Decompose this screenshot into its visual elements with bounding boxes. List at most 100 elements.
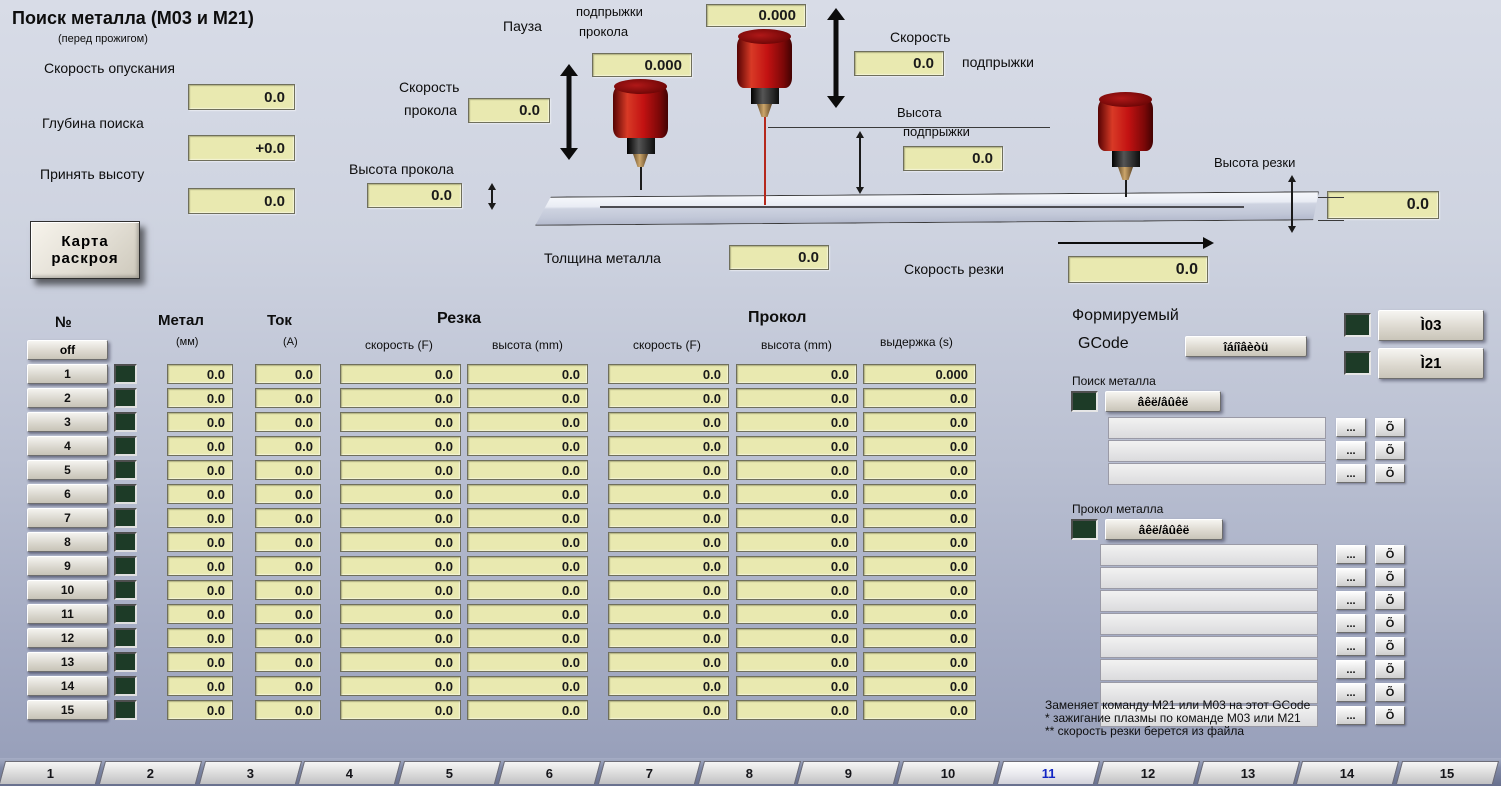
dwell-cell[interactable]: 0.0 [863, 652, 976, 672]
row-enable-indicator[interactable] [114, 700, 137, 720]
page-tab-11[interactable]: 11 [996, 761, 1100, 784]
row-number-button[interactable]: 10 [27, 580, 108, 600]
cut-height-cell[interactable]: 0.0 [467, 436, 588, 456]
current-cell[interactable]: 0.0 [255, 508, 321, 528]
gcode-file-row[interactable] [1100, 636, 1318, 658]
m03-button[interactable]: Ì03 [1378, 310, 1484, 341]
search-toggle-button[interactable]: âêë/âûêë [1105, 391, 1221, 412]
gcode-file-row[interactable] [1108, 417, 1326, 439]
clear-button[interactable]: Õ [1375, 614, 1405, 633]
pierce-height-cell[interactable]: 0.0 [736, 628, 857, 648]
cut-height-cell[interactable]: 0.0 [467, 364, 588, 384]
row-enable-indicator[interactable] [114, 460, 137, 480]
pierce-toggle-button[interactable]: âêë/âûêë [1105, 519, 1223, 540]
row-enable-indicator[interactable] [114, 652, 137, 672]
row-enable-indicator[interactable] [114, 556, 137, 576]
clear-button[interactable]: Õ [1375, 464, 1405, 483]
metal-cell[interactable]: 0.0 [167, 652, 233, 672]
pierce-height-cell[interactable]: 0.0 [736, 388, 857, 408]
browse-button[interactable]: ... [1336, 418, 1366, 437]
cut-speed-cell[interactable]: 0.0 [340, 484, 461, 504]
row-enable-indicator[interactable] [114, 532, 137, 552]
browse-button[interactable]: ... [1336, 464, 1366, 483]
metal-cell[interactable]: 0.0 [167, 604, 233, 624]
row-number-button[interactable]: 5 [27, 460, 108, 480]
clear-button[interactable]: Õ [1375, 683, 1405, 702]
pierce-speed-cell[interactable]: 0.0 [608, 388, 729, 408]
refresh-gcode-button[interactable]: îáíîâèòü [1185, 336, 1307, 357]
cut-map-button[interactable]: Карта раскроя [30, 221, 140, 279]
dwell-cell[interactable]: 0.0 [863, 604, 976, 624]
metal-cell[interactable]: 0.0 [167, 628, 233, 648]
pierce-speed-cell[interactable]: 0.0 [608, 676, 729, 696]
metal-cell[interactable]: 0.0 [167, 508, 233, 528]
row-number-button[interactable]: 12 [27, 628, 108, 648]
dwell-cell[interactable]: 0.0 [863, 508, 976, 528]
row-enable-indicator[interactable] [114, 388, 137, 408]
pierce-height-cell[interactable]: 0.0 [736, 532, 857, 552]
page-tab-12[interactable]: 12 [1096, 761, 1200, 784]
metal-cell[interactable]: 0.0 [167, 532, 233, 552]
browse-button[interactable]: ... [1336, 660, 1366, 679]
cut-height-cell[interactable]: 0.0 [467, 388, 588, 408]
metal-cell[interactable]: 0.0 [167, 412, 233, 432]
cut-height-cell[interactable]: 0.0 [467, 484, 588, 504]
page-tab-8[interactable]: 8 [697, 761, 801, 784]
page-tab-4[interactable]: 4 [298, 761, 402, 784]
pierce-speed-cell[interactable]: 0.0 [608, 436, 729, 456]
cut-height-cell[interactable]: 0.0 [467, 628, 588, 648]
current-cell[interactable]: 0.0 [255, 652, 321, 672]
current-cell[interactable]: 0.0 [255, 364, 321, 384]
off-button[interactable]: off [27, 340, 108, 360]
row-number-button[interactable]: 1 [27, 364, 108, 384]
cut-speed-cell[interactable]: 0.0 [340, 580, 461, 600]
browse-button[interactable]: ... [1336, 591, 1366, 610]
pierce-speed-field[interactable]: 0.0 [468, 98, 550, 123]
cut-height-cell[interactable]: 0.0 [467, 532, 588, 552]
cut-speed-cell[interactable]: 0.0 [340, 364, 461, 384]
pierce-speed-cell[interactable]: 0.0 [608, 580, 729, 600]
page-tab-7[interactable]: 7 [597, 761, 701, 784]
browse-button[interactable]: ... [1336, 614, 1366, 633]
dwell-cell[interactable]: 0.0 [863, 556, 976, 576]
current-cell[interactable]: 0.0 [255, 580, 321, 600]
current-cell[interactable]: 0.0 [255, 484, 321, 504]
pierce-height-cell[interactable]: 0.0 [736, 412, 857, 432]
jump-speed-field[interactable]: 0.0 [854, 51, 944, 76]
row-number-button[interactable]: 14 [27, 676, 108, 696]
metal-cell[interactable]: 0.0 [167, 364, 233, 384]
row-enable-indicator[interactable] [114, 628, 137, 648]
cut-height-cell[interactable]: 0.0 [467, 700, 588, 720]
dwell-cell[interactable]: 0.0 [863, 628, 976, 648]
gcode-file-row[interactable] [1100, 567, 1318, 589]
dwell-cell[interactable]: 0.0 [863, 580, 976, 600]
gcode-file-row[interactable] [1100, 544, 1318, 566]
cut-speed-cell[interactable]: 0.0 [340, 700, 461, 720]
dwell-cell[interactable]: 0.0 [863, 388, 976, 408]
row-number-button[interactable]: 9 [27, 556, 108, 576]
gcode-file-row[interactable] [1100, 705, 1318, 727]
row-enable-indicator[interactable] [114, 412, 137, 432]
row-number-button[interactable]: 15 [27, 700, 108, 720]
dwell-cell[interactable]: 0.0 [863, 460, 976, 480]
page-tab-5[interactable]: 5 [398, 761, 502, 784]
metal-cell[interactable]: 0.0 [167, 676, 233, 696]
pierce-height-cell[interactable]: 0.0 [736, 676, 857, 696]
cut-speed-cell[interactable]: 0.0 [340, 388, 461, 408]
cut-speed-cell[interactable]: 0.0 [340, 412, 461, 432]
cut-speed-cell[interactable]: 0.0 [340, 652, 461, 672]
pierce-speed-cell[interactable]: 0.0 [608, 532, 729, 552]
browse-button[interactable]: ... [1336, 637, 1366, 656]
cut-speed-cell[interactable]: 0.0 [340, 532, 461, 552]
row-enable-indicator[interactable] [114, 484, 137, 504]
cut-speed-field[interactable]: 0.0 [1068, 256, 1208, 283]
clear-button[interactable]: Õ [1375, 441, 1405, 460]
row-number-button[interactable]: 8 [27, 532, 108, 552]
current-cell[interactable]: 0.0 [255, 604, 321, 624]
accept-height-field[interactable]: 0.0 [188, 188, 295, 214]
metal-cell[interactable]: 0.0 [167, 580, 233, 600]
row-number-button[interactable]: 4 [27, 436, 108, 456]
metal-cell[interactable]: 0.0 [167, 436, 233, 456]
cut-height-cell[interactable]: 0.0 [467, 556, 588, 576]
cut-height-cell[interactable]: 0.0 [467, 604, 588, 624]
